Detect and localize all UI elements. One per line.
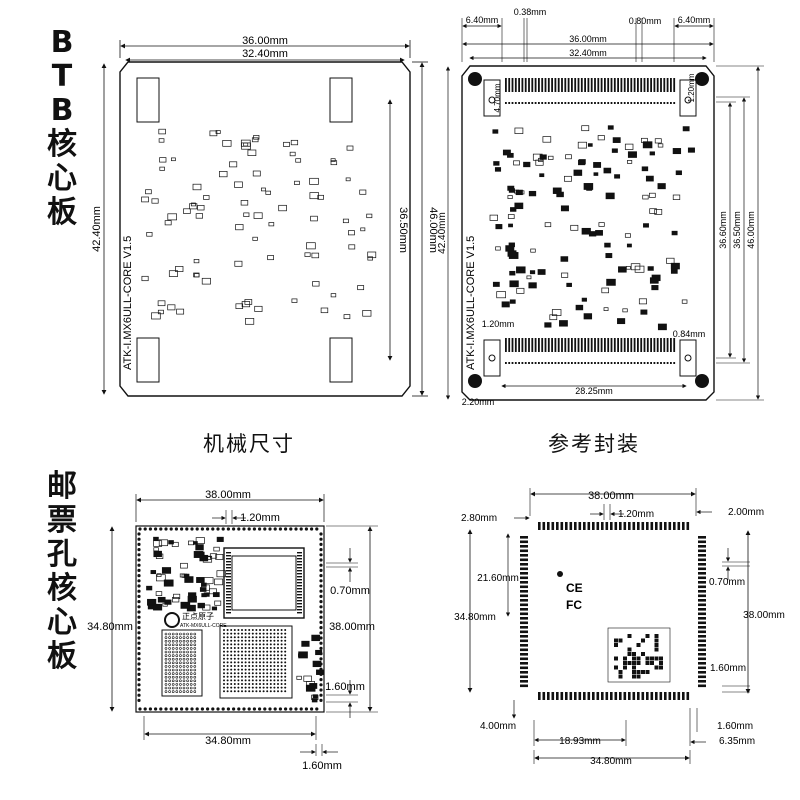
dim-fp-bottom-right: 6.35mm (719, 736, 755, 747)
dim-hole-left: 4.70mm (493, 83, 502, 112)
btb-component-layout (141, 128, 377, 325)
ddr-chip (161, 629, 203, 697)
btb-connector-bottom-left (136, 337, 160, 383)
dim-left-height: 42.40mm (91, 206, 103, 252)
dim-right-outer: 46.00mm (427, 207, 439, 253)
dim-fp-pitch: 1.20mm (618, 509, 654, 520)
dim-fp-right-small: 0.70mm (709, 577, 745, 588)
dim-top-right-offset: 6.40mm (678, 15, 711, 25)
footprint-board-outline (461, 65, 715, 401)
footprint-connector-top-right (679, 79, 697, 117)
footprint-left-pads (520, 536, 528, 688)
dim-right-a: 36.60mm (718, 211, 728, 249)
dim-stamp-right-outer: 38.00mm (329, 621, 375, 633)
dim-fp-bottom-pad: 1.60mm (717, 721, 753, 732)
footprint-right-pads (698, 536, 706, 688)
stamp-hole-core-board-title: 邮 票 孔 核 心 板 (47, 469, 77, 674)
pin1-marker (557, 571, 563, 577)
dim-fp-bottom-left: 4.00mm (480, 721, 516, 732)
dim-fp-bottom-width: 34.80mm (590, 756, 632, 767)
dim-top-outer: 36.00mm (242, 35, 288, 47)
dim-footprint-top-outer: 36.00mm (569, 34, 607, 44)
alientek-logo-icon (164, 612, 180, 628)
soc-bga (219, 625, 293, 699)
dim-top-mid: 0.80mm (629, 16, 662, 26)
emmc-chip (223, 547, 305, 619)
dim-top-small: 0.38mm (514, 7, 547, 17)
qr-code (614, 634, 663, 679)
dim-bottom-left: 2.20mm (462, 397, 495, 407)
btb-connector-top-right (329, 77, 353, 123)
dim-bottom-span: 28.25mm (575, 386, 613, 396)
footprint-top-pads (538, 522, 690, 530)
dim-top-left-offset: 6.40mm (466, 15, 499, 25)
dim-footprint-top-inner: 32.40mm (569, 48, 607, 58)
dim-fp-top-left: 2.80mm (461, 513, 497, 524)
dim-stamp-left-height: 34.80mm (87, 621, 133, 633)
dim-stamp-top-outer: 38.00mm (205, 489, 251, 501)
fcc-mark: FC (566, 598, 582, 612)
dim-stamp-bottom-width: 34.80mm (205, 735, 251, 747)
reference-footprint-caption: 参考封装 (548, 432, 640, 456)
dim-stamp-right-small: 0.70mm (330, 585, 370, 597)
dim-right-b: 36.50mm (732, 211, 742, 249)
btb-connector-top-left (136, 77, 160, 123)
stamp-mechanical-panel: 正点原子 ATK-MX6ULL-CORE 38.00mm 1.20mm 34.8… (87, 489, 378, 772)
btb-mechanical-panel: ATK-I.MX6ULL-CORE V1.5 36.00mm 32.40mm 4… (91, 35, 439, 397)
dim-fp-right-pad: 1.60mm (710, 663, 746, 674)
dim-fp-top-right: 2.00mm (728, 507, 764, 518)
dim-stamp-pitch: 1.20mm (240, 512, 280, 524)
btb-footprint-panel: ATK-I.MX6ULL-CORE V1.5 6.40mm 0.38mm 0.8… (437, 7, 764, 407)
dim-top-inner: 32.40mm (242, 48, 288, 60)
footprint-connector-bottom-right (679, 339, 697, 377)
dim-fp-left-height: 34.80mm (454, 612, 496, 623)
mount-hole-bottom-left (468, 374, 482, 388)
emmc-chip-pins (226, 552, 302, 614)
top-connector-pins (505, 78, 676, 104)
dim-bottom-right-top: 0.84mm (673, 329, 706, 339)
logo-sub: ATK-MX6ULL-CORE (180, 623, 227, 629)
footprint-connector-bottom-left (483, 339, 501, 377)
btb-board-label: ATK-I.MX6ULL-CORE V1.5 (122, 236, 134, 370)
mechanical-dimensions-caption: 机械尺寸 (203, 432, 295, 456)
footprint-connector-top-left (483, 79, 501, 117)
dim-footprint-left-height: 42.40mm (437, 212, 448, 254)
mount-hole-bottom-right (695, 374, 709, 388)
btb-core-board-title: B T B 核 心 板 (47, 25, 77, 230)
ddr-chip-balls (164, 632, 197, 693)
dim-fp-top-outer: 38.00mm (588, 490, 634, 502)
footprint-board-label: ATK-I.MX6ULL-CORE V1.5 (465, 236, 477, 370)
mount-hole-top-left (468, 72, 482, 86)
mount-hole-top-right (695, 72, 709, 86)
dim-stamp-bottom-pad: 1.60mm (302, 760, 342, 772)
dim-right-inner: 36.50mm (397, 207, 409, 253)
btb-connector-bottom-right (329, 337, 353, 383)
stamp-footprint-panel: CE FC 38.00mm 2.80mm 1.20mm 2.00mm 34.80… (454, 488, 785, 767)
footprint-bottom-pads (538, 692, 690, 700)
dim-fp-bottom-mid: 18.93mm (559, 736, 601, 747)
dim-bottom-left-top: 1.20mm (482, 319, 515, 329)
stamp-component-layout (146, 536, 324, 703)
dim-right-c: 46.00mm (746, 211, 756, 249)
btb-board-outline (119, 61, 411, 397)
dim-stamp-right-pad: 1.60mm (325, 681, 365, 693)
soc-bga-balls (223, 629, 287, 693)
ce-mark: CE (566, 581, 583, 595)
stamp-hole-pads (137, 527, 323, 711)
dim-hole-right: 1.20mm (687, 73, 696, 102)
dim-fp-right-outer: 38.00mm (743, 610, 785, 621)
bottom-connector-pins (505, 338, 676, 364)
stamp-board-outline (135, 525, 325, 713)
dim-fp-left-inner: 21.60mm (477, 573, 519, 584)
footprint-keepout-box (607, 627, 671, 683)
logo-text: 正点原子 (182, 612, 214, 621)
footprint-component-layout (489, 125, 695, 331)
